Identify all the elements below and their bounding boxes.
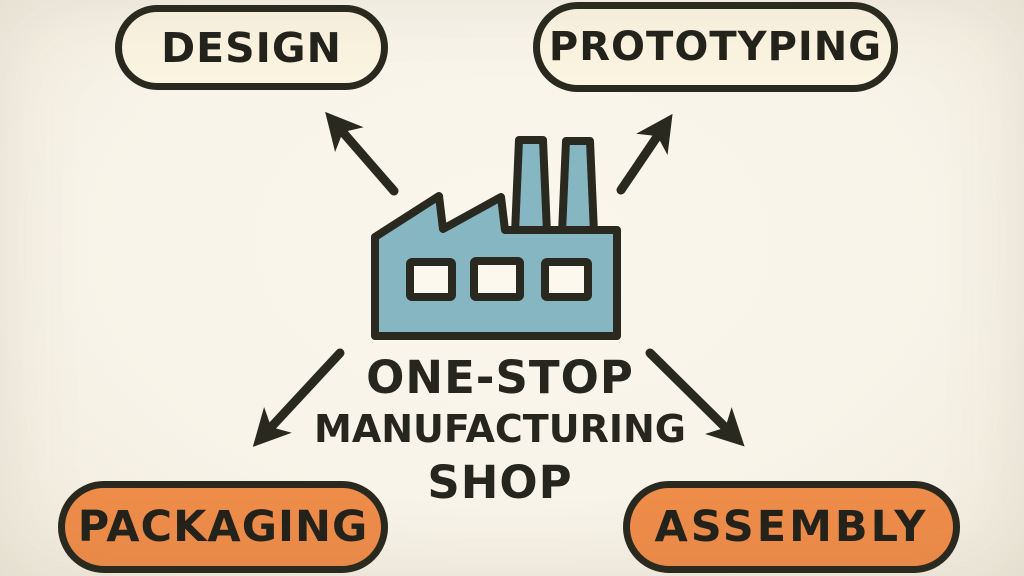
factory-window-2 — [470, 257, 524, 301]
factory-chimney-left — [511, 136, 551, 237]
node-prototyping: PROTOTYPING — [533, 2, 898, 92]
node-assembly-label: ASSEMBLY — [654, 502, 929, 552]
center-caption-line-3: SHOP — [427, 456, 573, 509]
center-caption-line-1: ONE-STOP — [366, 351, 634, 404]
factory-icon — [371, 136, 621, 340]
node-prototyping-label: PROTOTYPING — [548, 24, 883, 70]
arrow-to-design — [325, 111, 399, 196]
factory-window-3 — [541, 258, 592, 301]
arrow-to-assembly — [645, 348, 745, 447]
node-packaging-label: PACKAGING — [77, 502, 369, 552]
node-packaging: PACKAGING — [58, 481, 388, 573]
factory-window-1 — [406, 258, 456, 301]
arrow-to-packaging — [252, 348, 345, 447]
node-assembly: ASSEMBLY — [623, 481, 960, 573]
center-caption: ONE-STOP MANUFACTURING SHOP — [270, 352, 730, 511]
factory-chimney-right — [558, 137, 598, 237]
arrow-to-prototyping — [616, 113, 673, 195]
node-design-label: DESIGN — [161, 23, 342, 72]
node-design: DESIGN — [115, 5, 388, 90]
center-caption-line-2: MANUFACTURING — [314, 407, 686, 451]
